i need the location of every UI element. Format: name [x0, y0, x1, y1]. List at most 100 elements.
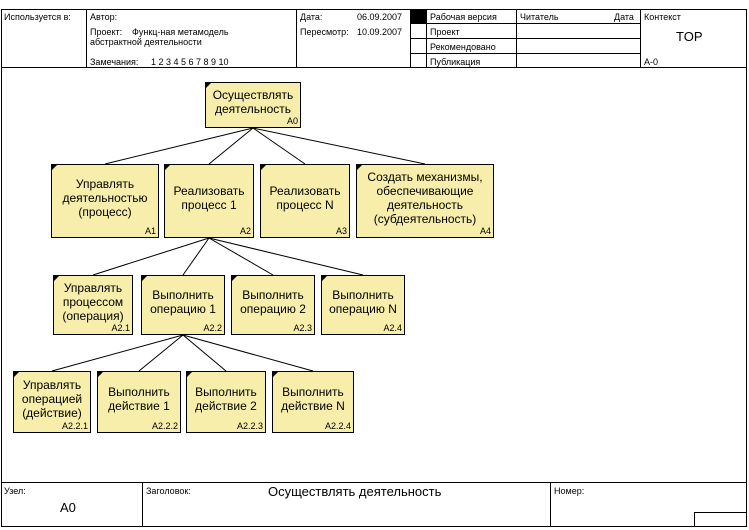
status-publication: Публикация — [430, 57, 481, 67]
footer-divider — [142, 482, 143, 527]
activity-code: A4 — [479, 226, 491, 236]
activity-code: A3 — [335, 226, 347, 236]
footer-top-border — [1, 482, 747, 483]
project-value: Функц-ная метамодель — [132, 27, 229, 37]
node-label: Узел: — [4, 486, 26, 496]
activity-label-line: операцию N — [329, 302, 397, 316]
notes-numbers: 1 2 3 4 5 6 7 8 9 10 — [151, 57, 229, 67]
box-corner-marker — [165, 165, 170, 170]
box-corner-marker — [98, 372, 103, 377]
activity-code: A2.1 — [111, 323, 130, 333]
activity-code: A2.2.2 — [151, 421, 178, 431]
connector-line — [182, 334, 314, 372]
status-row-line — [410, 53, 640, 54]
activity-label-line: операцию 1 — [150, 302, 216, 316]
project-label: Проект: — [90, 27, 123, 37]
activity-code: A2.2 — [203, 323, 222, 333]
activity-code: A2.2.4 — [324, 421, 351, 431]
box-corner-marker — [261, 165, 266, 170]
activity-code: A1 — [144, 226, 156, 236]
header-divider — [296, 9, 297, 67]
context-value: TOP — [676, 29, 703, 44]
status-working: Рабочая версия — [430, 12, 497, 22]
date-label: Дата: — [300, 12, 323, 22]
connector-line — [138, 334, 184, 372]
revision-value: 10.09.2007 — [357, 27, 403, 37]
connector-line — [208, 237, 274, 276]
activity-label-line: деятельность — [214, 102, 292, 116]
status-recommended: Рекомендовано — [430, 42, 496, 52]
box-corner-marker — [357, 165, 362, 170]
activity-label-line: Выполнить — [282, 385, 344, 399]
activity-label-line: операцию 2 — [240, 302, 306, 316]
box-corner-marker — [206, 83, 211, 88]
connector-line — [182, 334, 227, 372]
activity-label-line: деятельность — [386, 198, 464, 212]
footer-divider — [550, 482, 551, 527]
node-value: A0 — [60, 500, 76, 515]
activity-label-line: Осуществлять — [212, 88, 294, 102]
header-divider — [640, 9, 641, 67]
activity-label-line: процесс N — [276, 198, 334, 212]
activity-code: A0 — [286, 116, 298, 126]
activity-label-line: Управлять — [22, 378, 82, 392]
header-divider — [86, 9, 87, 67]
date-value: 06.09.2007 — [357, 12, 403, 22]
page-frame — [1, 9, 747, 527]
connector-line — [252, 127, 426, 165]
project-value-line2: абстрактной деятельности — [90, 37, 202, 47]
box-corner-marker — [52, 165, 57, 170]
activity-label-line: Выполнить — [332, 288, 394, 302]
activity-label-line: (действие) — [22, 406, 82, 420]
activity-code: A2.2.3 — [236, 421, 263, 431]
box-corner-marker — [54, 276, 59, 281]
connector-line — [104, 127, 254, 165]
activity-label-line: действие 1 — [108, 399, 170, 413]
activity-label-line: действие 2 — [195, 399, 257, 413]
box-corner-marker — [187, 372, 192, 377]
activity-label-line: процесс 1 — [181, 198, 237, 212]
connector-line — [252, 127, 306, 165]
used-at-label: Используется в: — [4, 12, 71, 22]
activity-label-line: операцией — [21, 392, 83, 406]
diagram-title: Осуществлять деятельность — [268, 484, 442, 499]
author-label: Автор: — [90, 12, 118, 22]
context-node: A-0 — [644, 57, 659, 67]
box-corner-marker — [322, 276, 327, 281]
activity-label-line: Выполнить — [108, 385, 170, 399]
activity-label-line: Создать механизмы, — [367, 170, 483, 184]
activity-label-line: Выполнить — [195, 385, 257, 399]
activity-code: A2.3 — [293, 323, 312, 333]
activity-code: A2.2.1 — [61, 421, 88, 431]
connector-line — [51, 334, 184, 372]
number-label: Номер: — [554, 486, 585, 496]
connector-line — [182, 237, 210, 276]
activity-code: A2 — [239, 226, 251, 236]
activity-label-line: Выполнить — [152, 288, 214, 302]
revision-label: Пересмотр: — [300, 27, 349, 37]
